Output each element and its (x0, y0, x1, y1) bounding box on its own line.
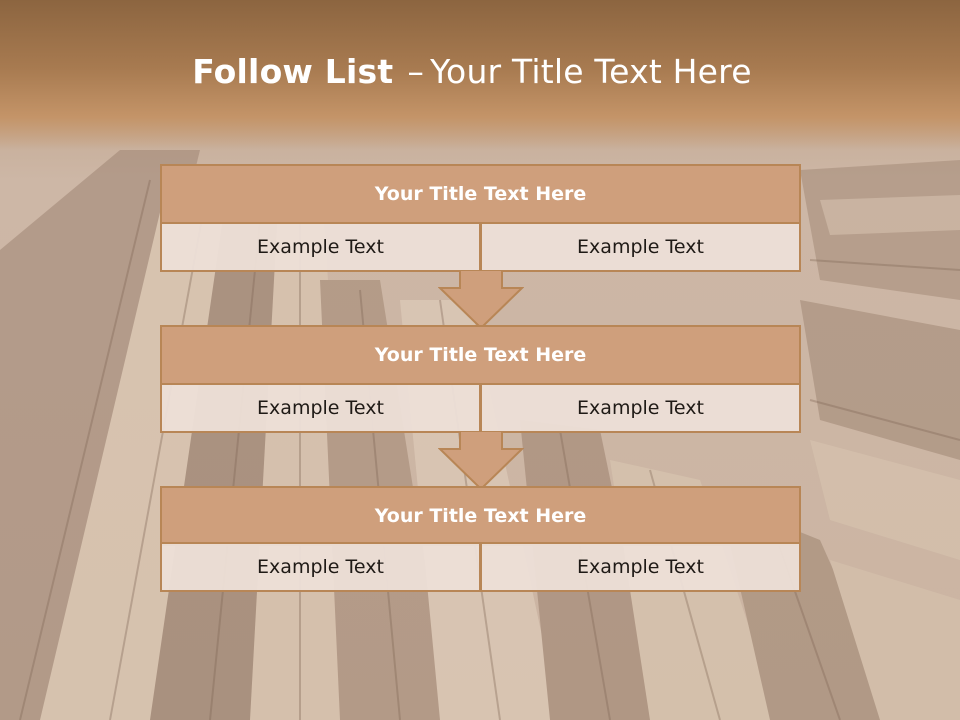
list-block-1: Your Title Text Here Example Text Exampl… (160, 164, 801, 272)
list-block-2: Your Title Text Here Example Text Exampl… (160, 325, 801, 433)
title-banner (0, 0, 960, 150)
block-header-1: Your Title Text Here (160, 164, 801, 224)
block-2-right-cell: Example Text (480, 383, 801, 433)
slide-title: Follow List–Your Title Text Here (0, 52, 944, 91)
block-1-left-cell: Example Text (160, 222, 481, 272)
down-arrow-icon (438, 270, 524, 330)
title-dash: – (407, 52, 425, 91)
title-bold: Follow List (192, 52, 394, 91)
block-1-right-cell: Example Text (480, 222, 801, 272)
block-header-2: Your Title Text Here (160, 325, 801, 385)
block-3-left-cell: Example Text (160, 542, 481, 592)
title-rest: Your Title Text Here (430, 52, 752, 91)
block-2-left-cell: Example Text (160, 383, 481, 433)
down-arrow-icon (438, 431, 524, 491)
block-3-right-cell: Example Text (480, 542, 801, 592)
block-header-3: Your Title Text Here (160, 486, 801, 546)
list-block-3: Your Title Text Here Example Text Exampl… (160, 486, 801, 592)
